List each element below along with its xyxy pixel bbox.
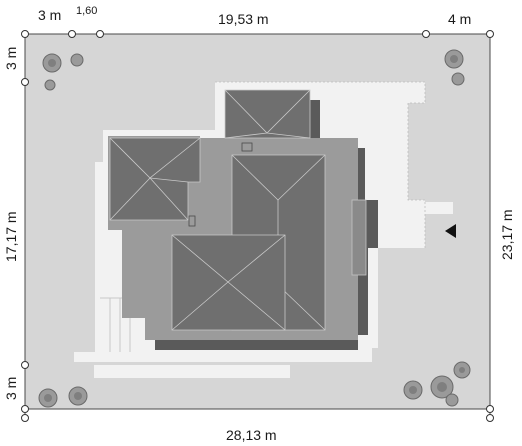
dim-bottom-main: 28,13 m [226, 427, 277, 443]
entrance-canopy [351, 199, 367, 276]
chimney [241, 142, 253, 152]
terrace-outline [215, 81, 426, 248]
dim-left-top: 3 m [3, 47, 19, 70]
roof-left-wing [109, 137, 201, 221]
dim-top-left: 3 m [38, 7, 61, 23]
tree-icon [38, 49, 471, 408]
dim-top-right: 4 m [448, 11, 471, 27]
entrance-arrow-icon [445, 224, 456, 238]
roof-lower-wing [171, 234, 286, 331]
roof-top-wing [224, 89, 311, 139]
dim-left-main: 17,17 m [3, 211, 19, 262]
dim-top-main: 19,53 m [218, 11, 269, 27]
chimney [188, 215, 196, 227]
dim-left-bottom: 3 m [3, 377, 19, 400]
dimension-ticks [21, 30, 494, 422]
dimension-lines [24, 33, 491, 420]
dim-top-small: 1,60 [76, 5, 97, 17]
dim-right-main: 23,17 m [499, 209, 515, 260]
